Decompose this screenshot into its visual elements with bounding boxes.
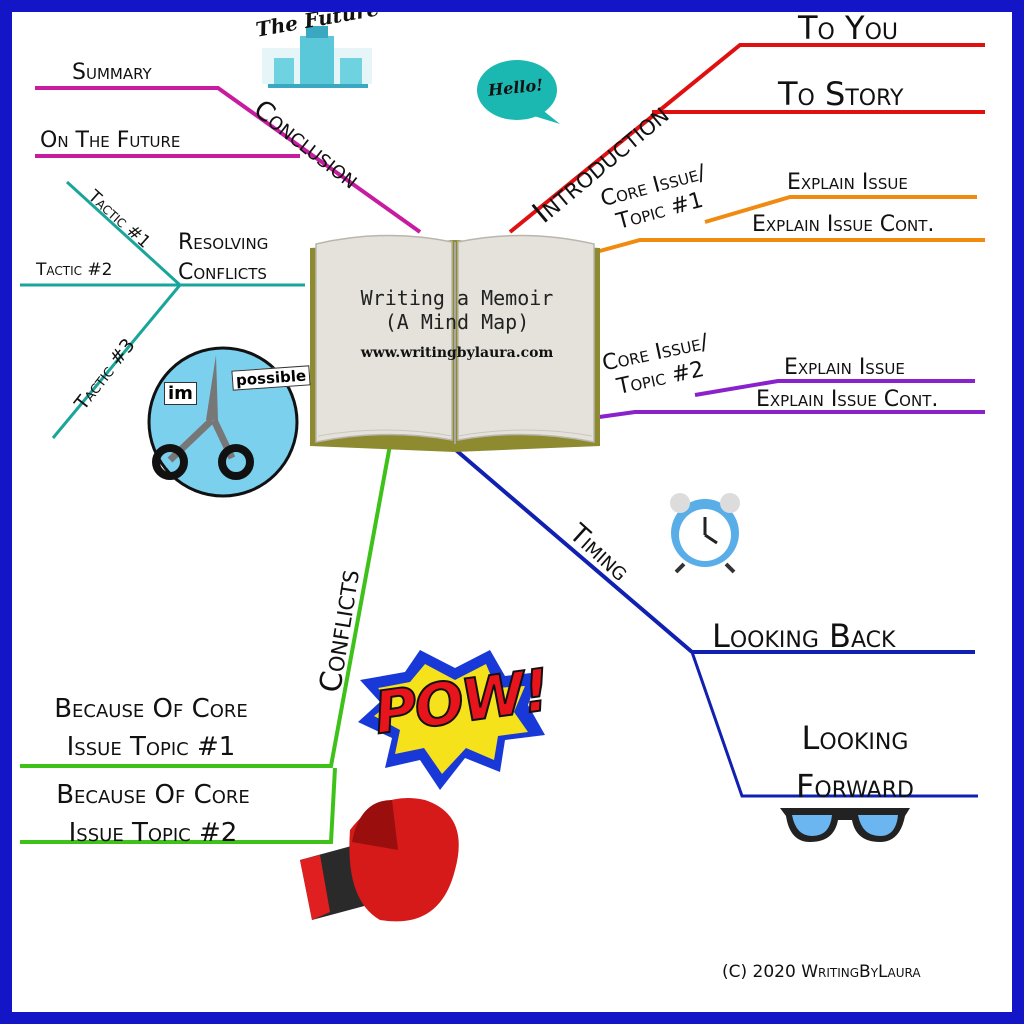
hello-bubble-icon <box>477 60 560 124</box>
sub-core1-explain-issue: Explain Issue <box>787 170 908 195</box>
core-issue-1-lines <box>595 195 985 254</box>
sub-to-story: To Story <box>778 75 904 113</box>
copyright-text: (C) 2020 WritingByLaura <box>722 962 921 982</box>
conclusion-lines <box>35 86 422 234</box>
impossible-left-text: im <box>164 382 197 405</box>
pow-burst-icon <box>358 650 545 790</box>
sub-because-core-2: Because Of Core Issue Topic #2 <box>56 780 250 848</box>
alarm-clock-icon <box>670 493 740 574</box>
sub-looking-back: Looking Back <box>712 617 896 655</box>
boxing-glove-icon <box>300 798 459 922</box>
core-issue-2-lines <box>591 379 985 420</box>
resolving-lines <box>20 180 305 439</box>
mind-map-canvas: Writing a Memoir (A Mind Map) www.writin… <box>12 12 1012 1012</box>
sub-because-core-1: Because Of Core Issue Topic #1 <box>54 694 248 762</box>
timing-lines <box>448 443 978 798</box>
sub-core1-explain-issue-cont: Explain Issue Cont. <box>752 212 935 237</box>
sub-summary: Summary <box>72 60 152 85</box>
sunglasses-icon <box>780 808 910 842</box>
conflicts-lines <box>20 444 392 844</box>
sub-core2-explain-issue-cont: Explain Issue Cont. <box>756 387 939 412</box>
sub-core2-explain-issue: Explain Issue <box>784 355 905 380</box>
memoir-title: Writing a Memoir (A Mind Map) <box>360 286 554 334</box>
introduction-lines <box>508 43 985 234</box>
future-city-icon <box>262 26 372 88</box>
sub-to-you: To You <box>798 12 899 47</box>
branch-lines <box>20 26 985 922</box>
sub-on-the-future: On The Future <box>40 128 181 153</box>
book-icon <box>310 234 600 452</box>
sub-looking-forward: Looking Forward <box>796 719 914 805</box>
branch-resolving-conflicts: Resolving Conflicts <box>178 230 269 285</box>
sub-tactic-2: Tactic #2 <box>36 260 113 280</box>
website-url: www.writingbylaura.com <box>360 345 554 361</box>
